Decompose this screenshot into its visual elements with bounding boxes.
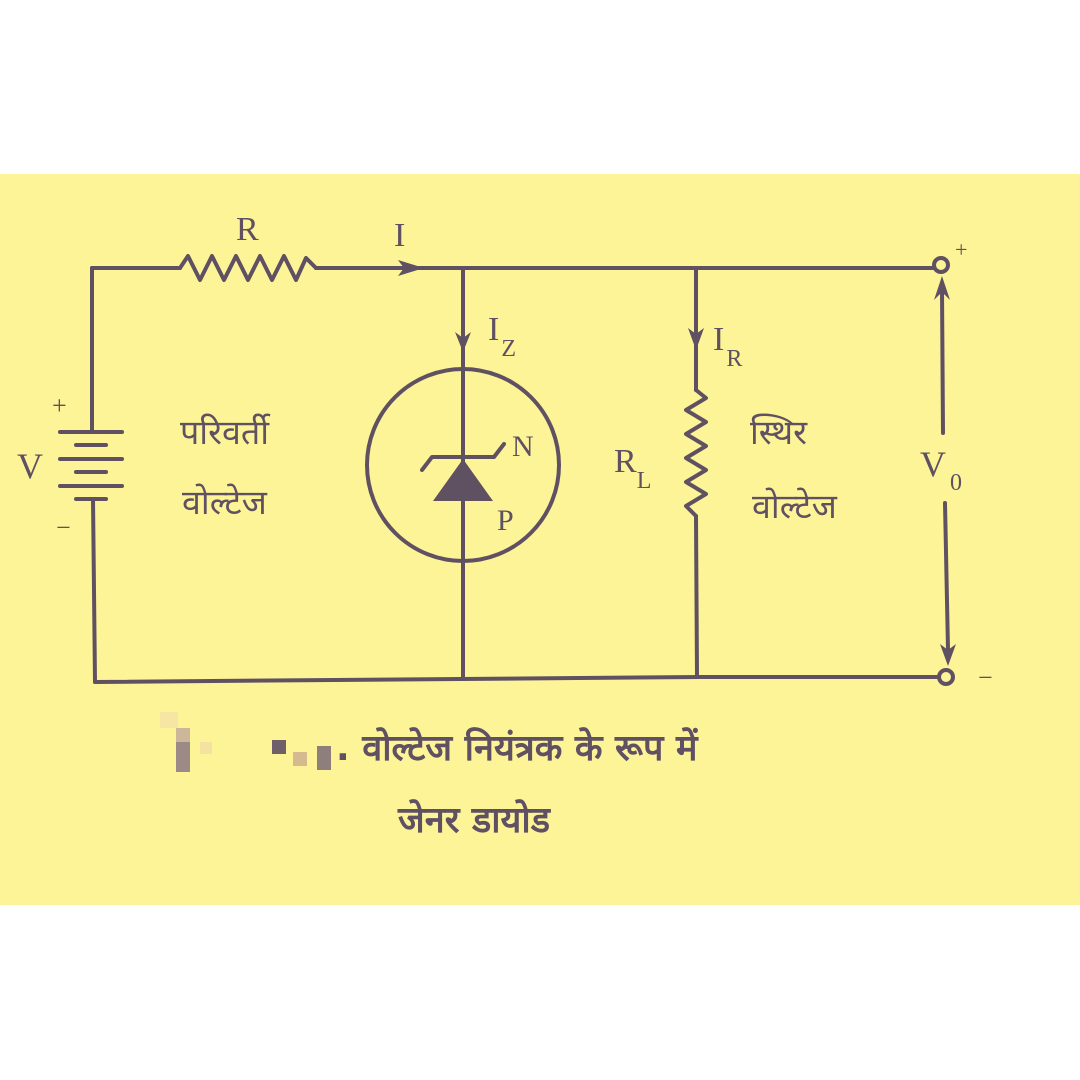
- zener-triangle-icon: [433, 459, 493, 501]
- battery-icon: [58, 430, 124, 501]
- label-source-plus: +: [52, 391, 67, 420]
- label-source-voltage: V: [17, 446, 43, 486]
- current-arrow-icon: [398, 260, 424, 276]
- zener-cathode-bar-icon: [420, 442, 506, 472]
- zener-current-arrow-icon: [455, 332, 471, 352]
- redacted-figure-number: [160, 712, 350, 772]
- label-series-resistor: R: [236, 211, 259, 248]
- load-current-arrow-icon: [688, 328, 704, 350]
- series-resistor-icon: [178, 254, 318, 282]
- wire-load-branch-bottom: [694, 514, 699, 679]
- vo-arrow-up-line: [940, 288, 945, 435]
- label-zener-p: P: [497, 504, 514, 537]
- label-constant-voltage-line1: स्थिर: [750, 413, 808, 453]
- zener-enclosure-circle: [365, 367, 561, 563]
- vo-arrow-down-line: [943, 501, 950, 652]
- output-terminal-negative: [937, 668, 955, 686]
- caption-line2: जेनर डायोड: [397, 799, 552, 841]
- vo-arrow-up-icon: [934, 276, 950, 300]
- label-zener-n: N: [512, 430, 534, 463]
- label-variable-voltage-line1: परिवर्ती: [180, 413, 271, 453]
- label-constant-voltage-line2: वोल्टेज: [752, 487, 838, 527]
- vo-arrow-down-icon: [940, 644, 956, 666]
- label-variable-voltage-line2: वोल्टेज: [182, 483, 268, 523]
- label-output-minus: −: [978, 663, 993, 692]
- caption-line1: . वोल्टेज नियंत्रक के रूप में: [336, 727, 699, 769]
- label-output-plus: +: [955, 237, 967, 262]
- wire-left-vertical-bottom: [91, 497, 97, 684]
- label-zener-current: IZ: [488, 311, 516, 362]
- wire-bottom: [93, 675, 939, 684]
- load-resistor-icon: [684, 388, 708, 518]
- label-load-current: IR: [713, 321, 742, 372]
- output-terminal-positive: [932, 256, 950, 274]
- label-current-total: I: [394, 217, 405, 254]
- label-source-minus: −: [56, 513, 71, 542]
- label-load-resistor: RL: [614, 443, 651, 494]
- yellow-page-band: [0, 174, 1080, 905]
